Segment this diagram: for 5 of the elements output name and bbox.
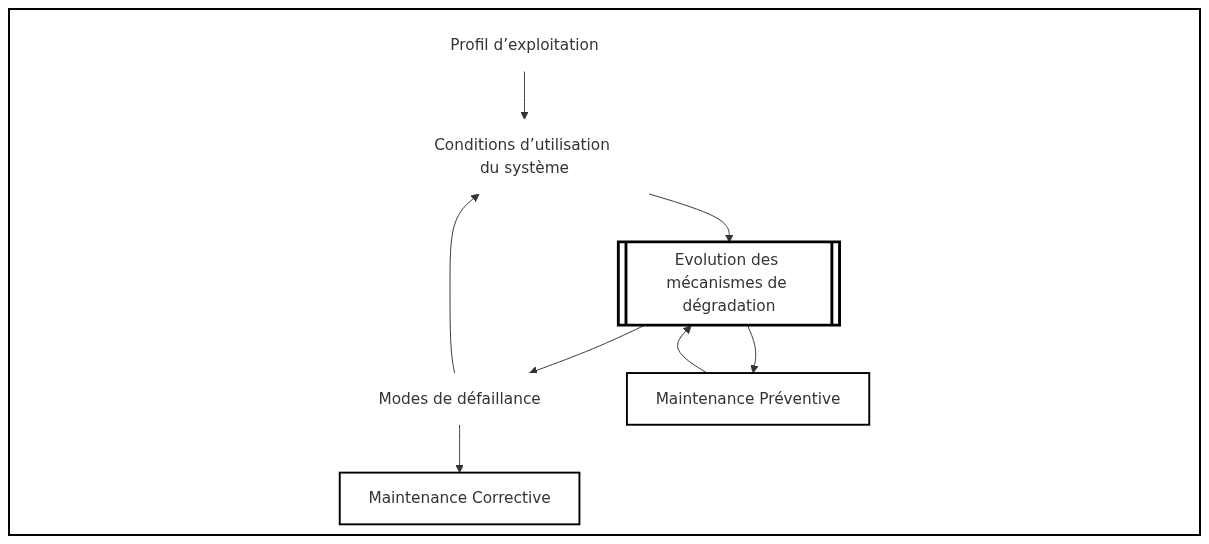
- node-text: Modes de défaillance: [378, 389, 541, 408]
- node-box: Maintenance Préventive: [625, 372, 871, 426]
- node-text: Conditions d’utilisation du système: [434, 135, 610, 177]
- node-text: Profil d’exploitation: [450, 35, 599, 55]
- node-box: Maintenance Corrective: [338, 471, 581, 526]
